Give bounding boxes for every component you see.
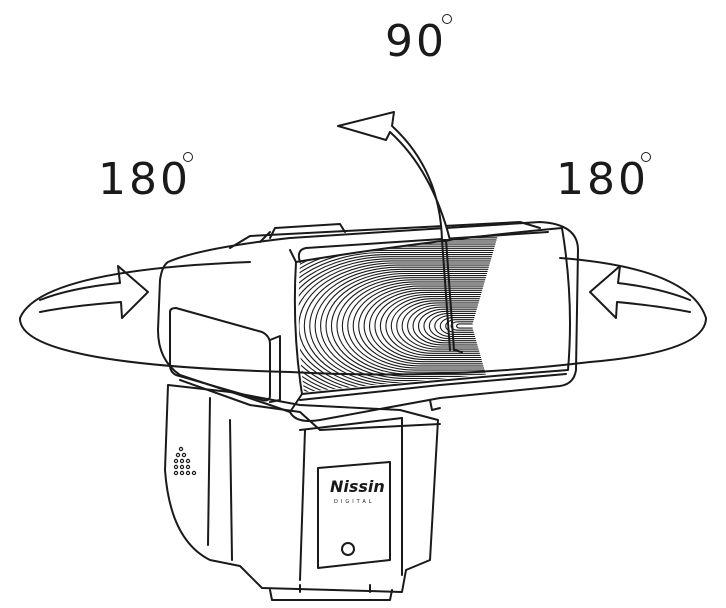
fresnel-ring	[298, 258, 492, 392]
swivel-ellipse-front	[18, 317, 707, 373]
swivel-left-arrow	[39, 265, 149, 319]
fresnel-ring	[298, 249, 494, 392]
fresnel-ring	[412, 306, 478, 346]
degree-symbol	[641, 152, 651, 162]
fresnel-ring	[298, 228, 503, 392]
fresnel-ring	[330, 275, 487, 377]
fresnel-ring	[314, 268, 489, 384]
speaker-grille	[173, 446, 197, 476]
fresnel-ring	[401, 302, 479, 350]
fresnel-ring	[407, 304, 478, 348]
fresnel-ring	[374, 291, 482, 361]
hot-shoe	[269, 589, 393, 601]
flash-head	[157, 221, 579, 422]
fresnel-ring	[434, 314, 475, 338]
fresnel-ring	[336, 277, 486, 375]
swivel-right-angle-label: 180	[556, 154, 649, 205]
fresnel-ring	[298, 260, 491, 392]
fresnel-ring	[352, 283, 484, 369]
degree-symbol	[183, 152, 193, 162]
tilt-angle-label: 90	[385, 16, 447, 67]
fresnel-ring	[320, 270, 488, 382]
fresnel-ring	[298, 251, 493, 392]
fresnel-ring	[439, 317, 475, 335]
fresnel-ring	[423, 310, 477, 342]
fresnel-ring	[303, 264, 490, 388]
fresnel-ring	[358, 285, 484, 367]
brand-name: Nissin	[330, 477, 385, 496]
tilt-arrow	[337, 111, 451, 241]
fresnel-ring	[428, 312, 476, 340]
swivel-ellipse-back	[19, 261, 251, 319]
side-window	[169, 307, 271, 402]
fresnel-ring	[450, 321, 474, 331]
front-panel	[317, 461, 391, 569]
fresnel-ring	[396, 300, 480, 352]
swivel-right-arrow	[589, 265, 691, 319]
flash-body	[164, 384, 439, 593]
fresnel-ring	[347, 281, 485, 371]
fresnel-ring	[309, 266, 489, 386]
fresnel-ring	[385, 296, 481, 356]
fresnel-ring	[298, 228, 504, 392]
fresnel-ring	[368, 289, 483, 363]
fresnel-ring	[417, 308, 477, 344]
fresnel-ring	[379, 293, 481, 359]
brand-logo: Nissin DIGITAL	[330, 477, 385, 505]
degree-symbol	[442, 14, 452, 24]
sensor-icon	[341, 542, 355, 556]
fresnel-ring	[363, 287, 483, 365]
brand-sub: DIGITAL	[334, 499, 375, 505]
fresnel-ring	[390, 298, 480, 354]
fresnel-ring	[456, 323, 473, 329]
swivel-left-angle-label: 180	[98, 154, 191, 205]
fresnel-ring	[341, 279, 486, 373]
